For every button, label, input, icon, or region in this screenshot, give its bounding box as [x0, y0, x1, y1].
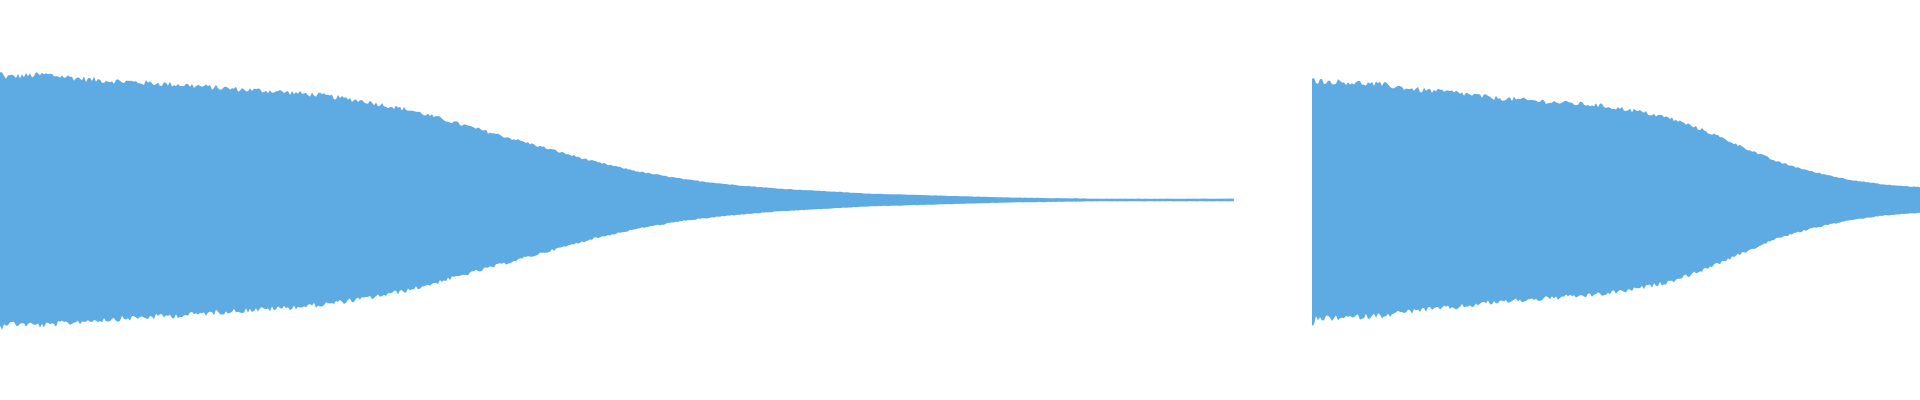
waveform-segment-1 — [0, 72, 1234, 330]
waveform-segment-2 — [1312, 78, 1920, 326]
